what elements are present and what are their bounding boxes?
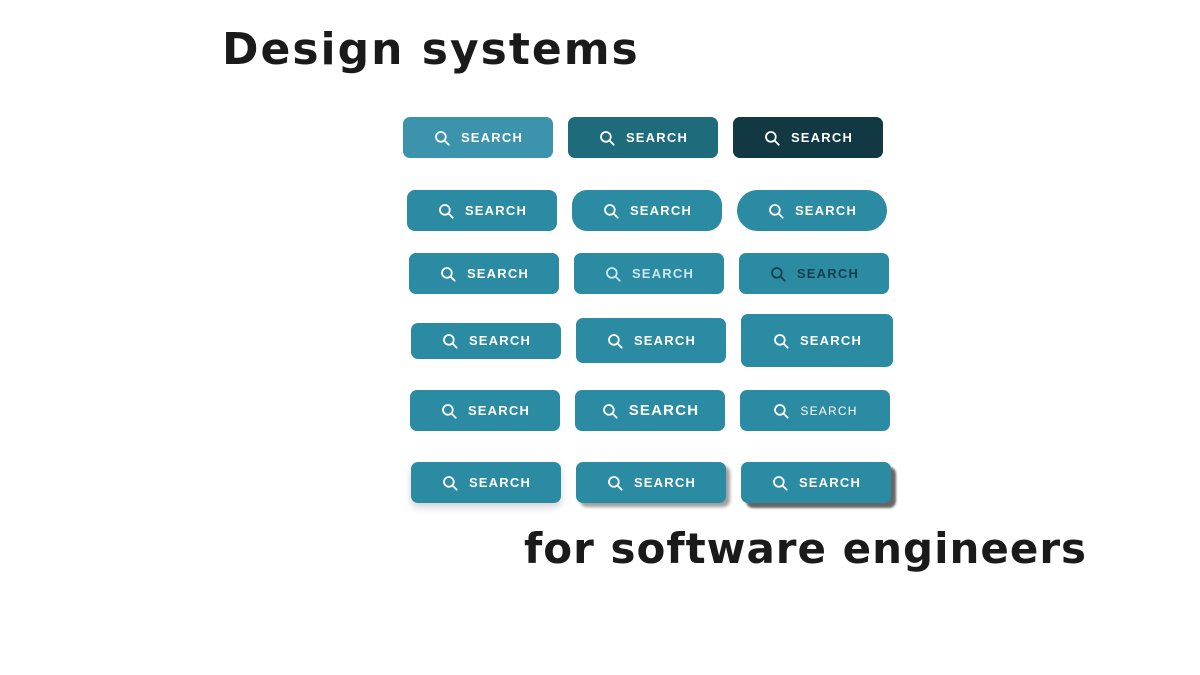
search-button[interactable]: SEARCH <box>407 190 557 231</box>
search-button-label: SEARCH <box>468 333 532 348</box>
search-button-label: SEARCH <box>794 203 858 218</box>
search-button-label: SEARCH <box>460 130 524 145</box>
search-button-label: SEARCH <box>633 475 697 490</box>
search-icon <box>600 130 615 146</box>
search-icon <box>606 266 621 282</box>
search-button-label: SEARCH <box>629 203 693 218</box>
search-button[interactable]: SEARCH <box>572 190 722 231</box>
search-icon <box>439 203 454 219</box>
search-button-label: SEARCH <box>633 333 697 348</box>
search-button[interactable]: SEARCH <box>410 390 560 431</box>
search-button-label: SEARCH <box>799 333 863 348</box>
search-icon <box>608 333 623 349</box>
page-subtitle: for software engineers <box>524 524 1088 573</box>
search-icon <box>774 403 790 419</box>
search-button[interactable]: SEARCH <box>411 322 561 359</box>
search-icon <box>443 333 458 349</box>
search-button[interactable]: SEARCH <box>411 462 561 503</box>
search-icon <box>441 266 456 282</box>
search-button[interactable]: SEARCH <box>574 253 724 294</box>
search-button[interactable]: SEARCH <box>733 117 883 158</box>
search-button-label: SEARCH <box>628 402 700 419</box>
search-button[interactable]: SEARCH <box>737 190 887 231</box>
search-icon <box>769 203 784 219</box>
button-row-label-color: SEARCH SEARCH SEARCH <box>409 253 893 294</box>
page-title: Design systems <box>222 24 640 75</box>
search-icon <box>602 403 618 419</box>
search-icon <box>442 403 457 419</box>
search-icon <box>604 203 619 219</box>
search-button-label: SEARCH <box>798 475 862 490</box>
search-button-label: SEARCH <box>790 130 854 145</box>
search-button[interactable]: SEARCH <box>576 318 726 363</box>
search-icon <box>771 266 786 282</box>
search-button-label: SEARCH <box>468 475 532 490</box>
search-icon <box>435 130 450 146</box>
button-row-typography: SEARCH SEARCH SEARCH <box>410 390 893 431</box>
search-button[interactable]: SEARCH <box>741 462 891 503</box>
search-button-label: SEARCH <box>631 266 695 281</box>
button-row-border-radius: SEARCH SEARCH SEARCH <box>407 190 893 231</box>
search-icon <box>608 475 623 491</box>
search-button[interactable]: SEARCH <box>409 253 559 294</box>
search-button[interactable]: SEARCH <box>740 390 890 431</box>
search-button-label: SEARCH <box>467 403 531 418</box>
search-button-label: SEARCH <box>625 130 689 145</box>
search-icon <box>765 130 780 146</box>
search-icon <box>773 475 788 491</box>
search-icon <box>774 333 789 349</box>
search-icon <box>443 475 458 491</box>
search-button[interactable]: SEARCH <box>568 117 718 158</box>
search-button[interactable]: SEARCH <box>576 462 726 503</box>
search-button[interactable]: SEARCH <box>403 117 553 158</box>
search-button-label: SEARCH <box>796 266 860 281</box>
search-button[interactable]: SEARCH <box>741 314 893 367</box>
button-row-shadow: SEARCH SEARCH SEARCH <box>411 462 893 503</box>
search-button-label: SEARCH <box>464 203 528 218</box>
search-button[interactable]: SEARCH <box>739 253 889 294</box>
search-button-label: SEARCH <box>800 403 858 418</box>
button-row-size: SEARCH SEARCH SEARCH <box>411 314 893 367</box>
search-button-label: SEARCH <box>466 266 530 281</box>
search-button[interactable]: SEARCH <box>575 390 725 431</box>
button-row-background-color: SEARCH SEARCH SEARCH <box>403 117 893 158</box>
